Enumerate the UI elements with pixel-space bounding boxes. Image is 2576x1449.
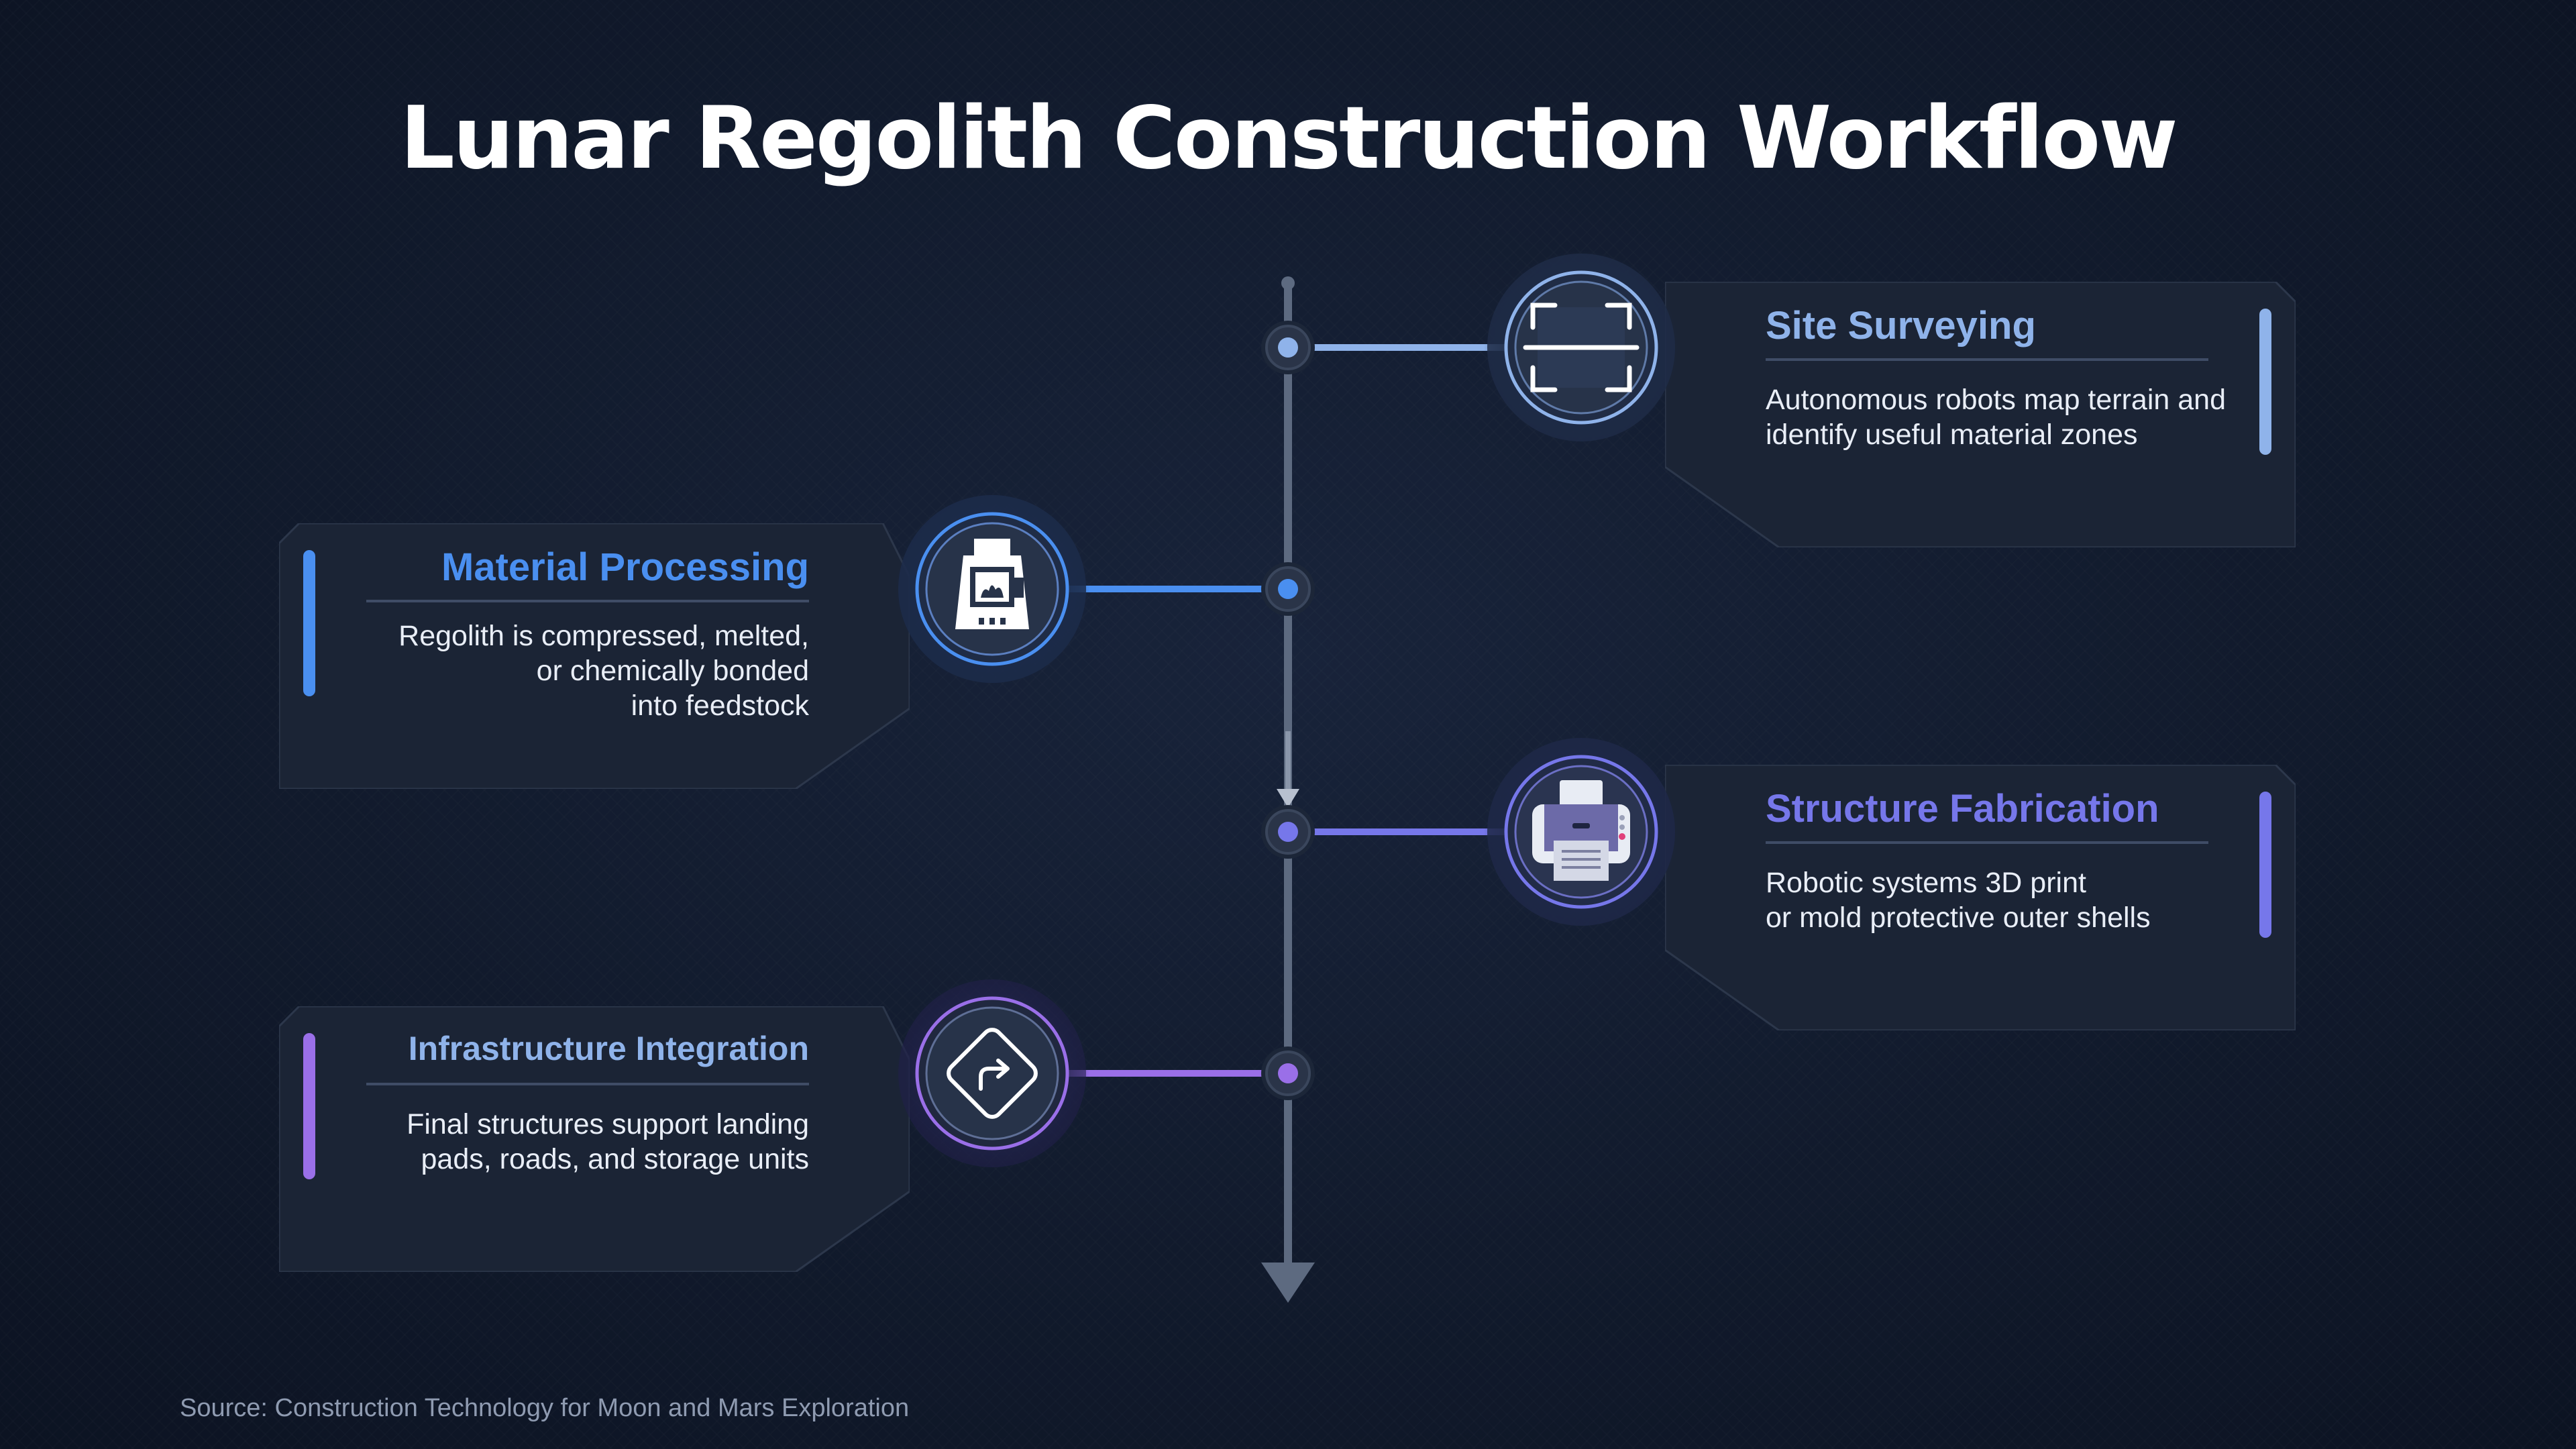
- accent-bar: [303, 1033, 315, 1179]
- title-underline: [366, 600, 809, 602]
- step-description: Autonomous robots map terrain and identi…: [1766, 384, 2226, 451]
- step-title: Infrastructure Integration: [408, 1030, 809, 1067]
- card-background: [279, 1006, 910, 1272]
- furnace-icon: [895, 492, 1089, 686]
- card-background: [279, 523, 910, 789]
- node-step-4: [1261, 1046, 1315, 1100]
- title-underline: [1766, 358, 2208, 361]
- card-background: [1665, 765, 2296, 1030]
- accent-bar: [303, 550, 315, 696]
- step-card-structure-fabrication: Structure Fabrication Robotic systems 3D…: [1665, 765, 2296, 1030]
- step-title: Structure Fabrication: [1766, 787, 2159, 830]
- step-description: Regolith is compressed, melted, or chemi…: [398, 620, 809, 722]
- timeline-start-cap: [1281, 276, 1295, 290]
- step-card-site-surveying: Site Surveying Autonomous robots map ter…: [1665, 282, 2296, 547]
- accent-bar: [2259, 309, 2271, 455]
- card-background: [1665, 282, 2296, 547]
- step-description: Robotic systems 3D print or mold protect…: [1766, 867, 2151, 934]
- timeline-mid-arrow: [1277, 789, 1299, 808]
- printer-icon: [1484, 735, 1678, 929]
- source-note: Source: Construction Technology for Moon…: [180, 1394, 910, 1422]
- node-step-2: [1261, 562, 1315, 616]
- route-sign-icon: [895, 976, 1089, 1171]
- accent-bar: [2259, 792, 2271, 938]
- step-title: Site Surveying: [1766, 304, 2036, 347]
- page-title: Lunar Regolith Construction Workflow: [400, 89, 2178, 189]
- title-underline: [1766, 841, 2208, 844]
- step-card-infrastructure-integration: Infrastructure Integration Final structu…: [279, 1006, 910, 1272]
- step-title: Material Processing: [441, 545, 809, 589]
- timeline-end-arrow: [1261, 1263, 1315, 1303]
- title-underline: [366, 1083, 809, 1085]
- scan-icon: [1484, 250, 1678, 445]
- node-step-1: [1261, 321, 1315, 374]
- node-step-3: [1261, 805, 1315, 859]
- step-card-material-processing: Material Processing Regolith is compress…: [279, 523, 910, 789]
- step-description: Final structures support landing pads, r…: [407, 1108, 809, 1175]
